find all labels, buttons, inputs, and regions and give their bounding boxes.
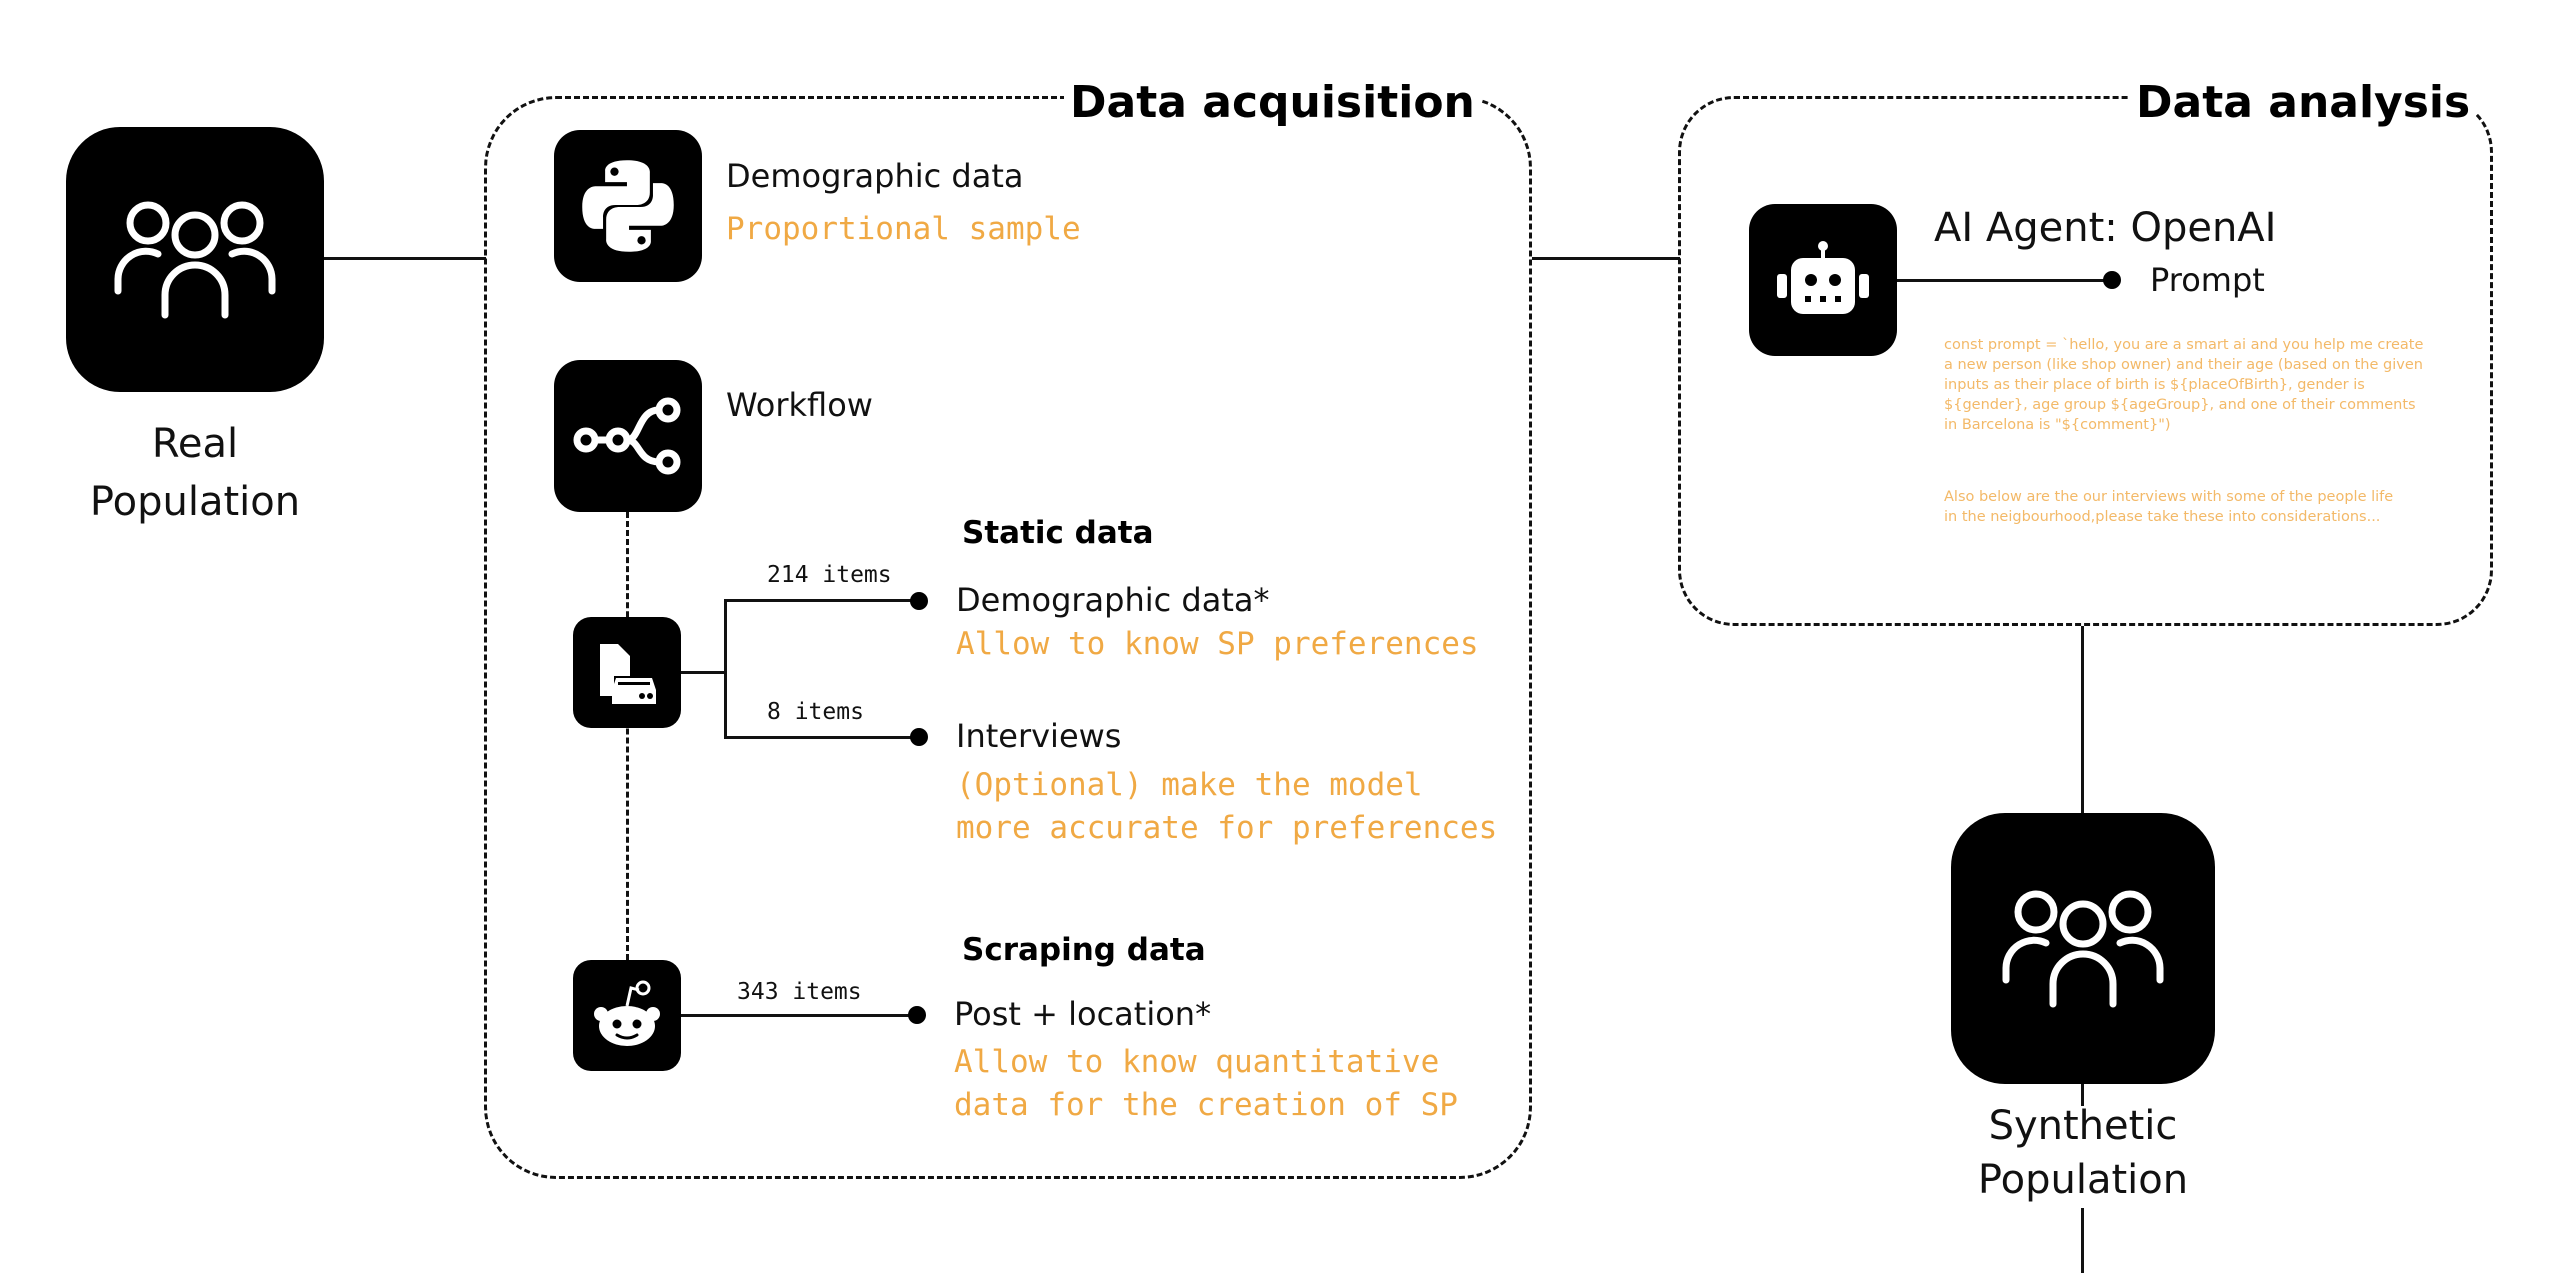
prompt-label: Prompt xyxy=(2150,261,2265,299)
scraping-data-title: Scraping data xyxy=(962,932,1206,968)
scraping-note-line2: data for the creation of SP xyxy=(954,1087,1458,1123)
reddit-icon xyxy=(589,980,665,1052)
static-branch-1-count: 214 items xyxy=(767,562,892,588)
data-acquisition-group xyxy=(484,96,1532,1179)
python-icon xyxy=(576,154,680,258)
prompt-text-block-2: Also below are the our interviews with s… xyxy=(1944,489,2394,525)
static-branch-stem xyxy=(681,671,726,674)
static-branch-1-dot xyxy=(910,592,928,610)
static-demographic-label: Demographic data* xyxy=(956,581,1270,619)
static-demographic-note: Allow to know SP preferences xyxy=(956,626,1479,662)
data-analysis-title: Data analysis xyxy=(2130,78,2477,128)
scraping-branch-dot xyxy=(908,1006,926,1024)
synthetic-population-label-line2: Population xyxy=(1977,1157,2189,1203)
scraping-note-line1: Allow to know quantitative xyxy=(954,1044,1440,1080)
synthetic-down-connector xyxy=(2081,1208,2084,1273)
static-branch-1-line xyxy=(724,599,916,602)
people-group-icon xyxy=(110,195,280,325)
connector-analysis-to-synthetic xyxy=(2081,626,2084,816)
interviews-note-line1: (Optional) make the model xyxy=(956,767,1423,803)
robot-icon xyxy=(1775,240,1871,320)
workflow-label: Workflow xyxy=(726,386,873,424)
scraping-count: 343 items xyxy=(737,979,862,1005)
ai-agent-label: AI Agent: OpenAI xyxy=(1934,205,2277,251)
interviews-note-line2: more accurate for preferences xyxy=(956,810,1498,846)
workflow-icon xyxy=(572,396,684,476)
static-branch-2-count: 8 items xyxy=(767,699,864,725)
static-data-title: Static data xyxy=(962,515,1154,551)
connector-acquisition-to-analysis xyxy=(1532,257,1680,260)
reddit-node[interactable] xyxy=(573,960,681,1071)
scraping-branch-line xyxy=(681,1014,915,1017)
workflow-dashed-connector xyxy=(626,512,629,960)
ai-agent-node[interactable] xyxy=(1749,204,1897,356)
database-file-icon xyxy=(594,640,660,706)
data-analysis-group xyxy=(1678,96,2493,626)
post-location-label: Post + location* xyxy=(954,995,1212,1033)
connector-real-to-acquisition xyxy=(324,257,486,260)
real-population-node[interactable] xyxy=(66,127,324,392)
interviews-label: Interviews xyxy=(956,717,1122,755)
real-population-label-line2: Population xyxy=(89,479,301,525)
prompt-text-block-1: const prompt = `hello, you are a smart a… xyxy=(1944,337,2424,433)
prompt-connector-line xyxy=(1897,279,2109,282)
demographic-data-label: Demographic data xyxy=(726,157,1024,195)
static-branch-2-line xyxy=(724,736,916,739)
proportional-sample-note: Proportional sample xyxy=(726,211,1081,247)
data-acquisition-title: Data acquisition xyxy=(1064,78,1481,128)
people-group-icon xyxy=(1998,884,2168,1014)
static-branch-spine xyxy=(724,599,727,738)
static-branch-2-dot xyxy=(910,728,928,746)
static-data-node[interactable] xyxy=(573,617,681,728)
synthetic-population-node[interactable] xyxy=(1951,813,2215,1084)
real-population-label: Real Population xyxy=(66,415,324,531)
synthetic-population-label-line1: Synthetic xyxy=(1988,1103,2178,1149)
synthetic-population-label: Synthetic Population xyxy=(1930,1099,2236,1207)
synthetic-label-stem-top xyxy=(2081,1084,2084,1106)
real-population-label-line1: Real xyxy=(151,421,239,467)
python-node[interactable] xyxy=(554,130,702,282)
prompt-connector-dot xyxy=(2103,271,2121,289)
workflow-node[interactable] xyxy=(554,360,702,512)
